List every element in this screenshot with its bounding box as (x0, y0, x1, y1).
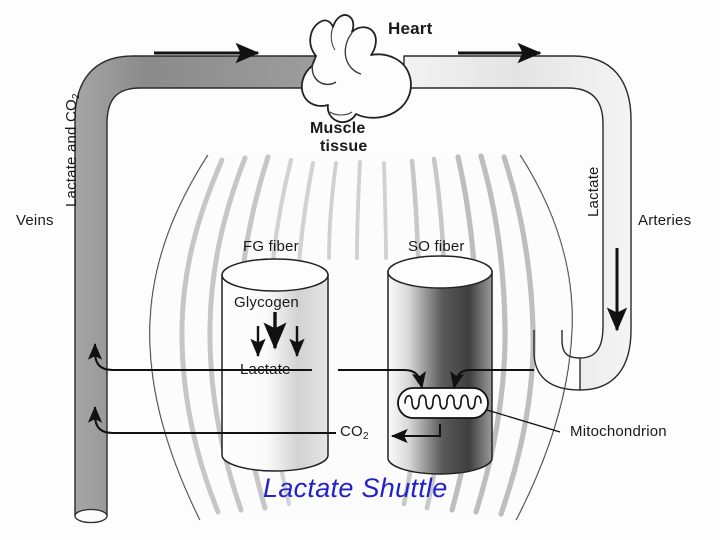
co2-subscript: 2 (362, 431, 369, 442)
vein-contents-text: Lactate and CO (63, 99, 80, 207)
mitochondrion-leader-line (486, 409, 561, 433)
fg-fiber-cylinder (221, 258, 329, 472)
heart-organ (300, 14, 412, 124)
artery-vessel (403, 42, 632, 391)
vein-co2-subscript: 2 (71, 93, 82, 100)
fg-lactate-label: Lactate (240, 361, 291, 378)
glycogen-label: Glycogen (234, 294, 299, 311)
figure-caption: Lactate Shuttle (263, 473, 448, 503)
vein-contents-label: Lactate and CO2 (63, 93, 82, 207)
lactate-to-vein-line (87, 342, 233, 372)
so-fiber-label: SO fiber (408, 238, 465, 255)
glycolysis-arrows (250, 312, 305, 357)
co2-text: CO (340, 423, 363, 440)
mitochondrion-organelle (397, 387, 489, 419)
so-fiber-cylinder (387, 255, 493, 475)
mitochondrion-label: Mitochondrion (570, 423, 667, 440)
heart-label: Heart (388, 19, 433, 38)
muscle-tissue-label-line1: Muscle (310, 120, 366, 137)
veins-label: Veins (16, 212, 54, 229)
muscle-tissue-label-line2: tissue (320, 138, 368, 155)
vein-vessel (74, 42, 317, 524)
artery-to-so-lactate-line (450, 368, 534, 390)
co2-label: CO2 (340, 423, 369, 442)
artery-contents-label: Lactate (585, 166, 602, 217)
muscle-tissue-body (149, 153, 573, 521)
co2-to-vein-line (87, 405, 336, 435)
fg-to-so-lactate-line (338, 368, 426, 390)
transport-lines (87, 342, 561, 444)
mitochondrion-co2-line (390, 424, 442, 444)
fg-fiber-label: FG fiber (243, 238, 299, 255)
arteries-label: Arteries (638, 212, 692, 229)
